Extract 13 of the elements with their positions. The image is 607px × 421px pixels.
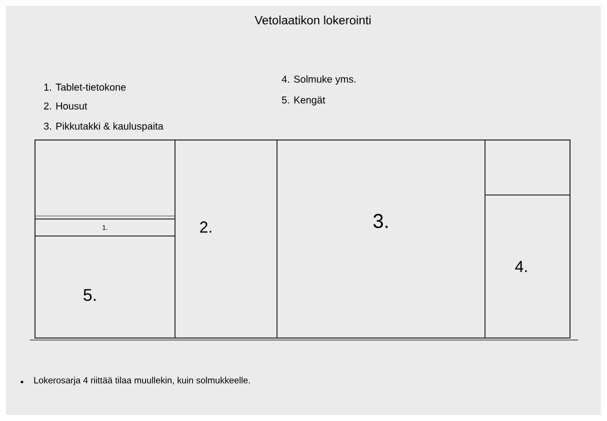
legend-item: 1. Tablet-tietokone — [44, 83, 126, 91]
compartment-box: 5. — [34, 236, 176, 338]
legend-item: 2. Housut — [44, 102, 88, 110]
compartment-box — [34, 140, 176, 220]
compartment-box: 3. — [276, 140, 486, 338]
legend-item: 4. Solmuke yms. — [282, 75, 356, 85]
compartment-box: 2. — [174, 140, 278, 338]
legend-item: 3. Pikkutakki & kauluspaita — [44, 122, 164, 132]
legend-item: 5. Kengät — [282, 96, 326, 106]
note: Lokerosarja 4 riittää tilaa muullekin, kuin solmukkeelle. — [34, 376, 250, 386]
title: Vetolaatikon lokerointi — [254, 16, 371, 24]
compartment-box — [484, 140, 570, 196]
compartment-box: 4. — [484, 194, 570, 338]
